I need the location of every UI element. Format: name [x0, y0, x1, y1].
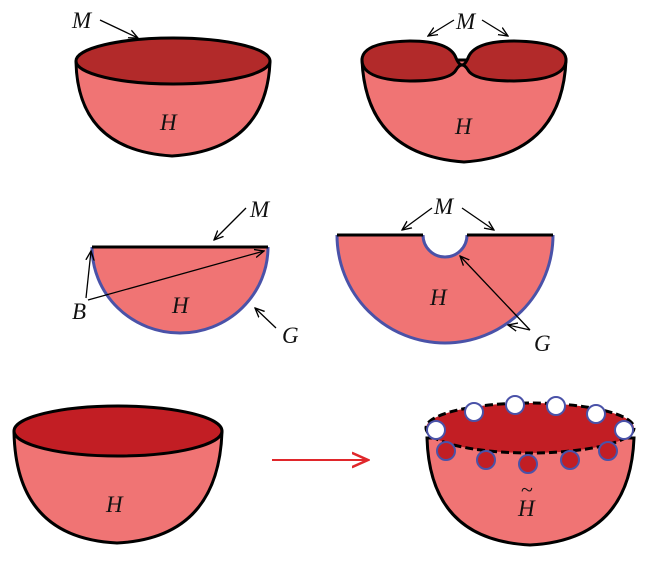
notch-boundary-g [421, 234, 469, 259]
scallops-back [426, 395, 634, 440]
label-h: H [171, 293, 190, 318]
bowl-top-right: H M [360, 9, 568, 164]
label-m: M [455, 9, 477, 34]
label-h: H [429, 285, 448, 310]
bowl-top-left: H M [71, 8, 272, 158]
label-m: M [71, 8, 93, 33]
label-m: M [433, 194, 455, 219]
arrow-to-g-outer [508, 325, 531, 330]
scallop [598, 441, 618, 461]
boundary-g [90, 246, 270, 335]
arrow-to-b-right [87, 251, 264, 301]
label-g: G [534, 331, 551, 356]
arrow-to-g [255, 308, 277, 329]
bowl-bottom-left: H [12, 404, 224, 545]
scallop [518, 454, 538, 474]
label-h: H [105, 492, 124, 517]
arrow-to-m-right [481, 19, 508, 36]
disk-top [12, 404, 224, 458]
scallop [426, 420, 446, 440]
label-m: M [249, 197, 271, 222]
arrow-to-m [99, 19, 138, 38]
scallop [476, 450, 496, 470]
scallop [614, 420, 634, 440]
scallop [436, 441, 456, 461]
arrow-to-m-right [461, 207, 494, 230]
scallop [560, 450, 580, 470]
bowl-bottom-right: H ~ [424, 395, 636, 547]
bowl-body [74, 60, 272, 158]
two-disk-m [360, 39, 568, 83]
label-b: B [72, 299, 86, 324]
arrow-to-g-notch [460, 256, 531, 331]
scallop [505, 395, 525, 415]
bowl-body [360, 58, 568, 164]
boundary-g [335, 234, 555, 345]
scallop [464, 402, 484, 422]
section-body [337, 235, 553, 343]
arrow-to-m [214, 207, 247, 240]
arrow-to-m-left [428, 19, 455, 36]
scallop [586, 404, 606, 424]
disk-m [74, 36, 272, 86]
scallops-front [436, 441, 618, 474]
bowl-body [12, 430, 224, 545]
scallop [546, 396, 566, 416]
section-middle-right: H M G [335, 194, 555, 356]
label-h: H [159, 110, 178, 135]
label-h-tilde: H [517, 496, 536, 521]
arrow-to-b-left [86, 251, 91, 299]
label-g: G [282, 323, 299, 348]
section-middle-left: H M B G [72, 197, 299, 348]
arrow-to-m-left [402, 207, 433, 230]
section-body [92, 247, 268, 333]
label-h: H [454, 114, 473, 139]
label-tilde-accent: ~ [521, 477, 533, 502]
